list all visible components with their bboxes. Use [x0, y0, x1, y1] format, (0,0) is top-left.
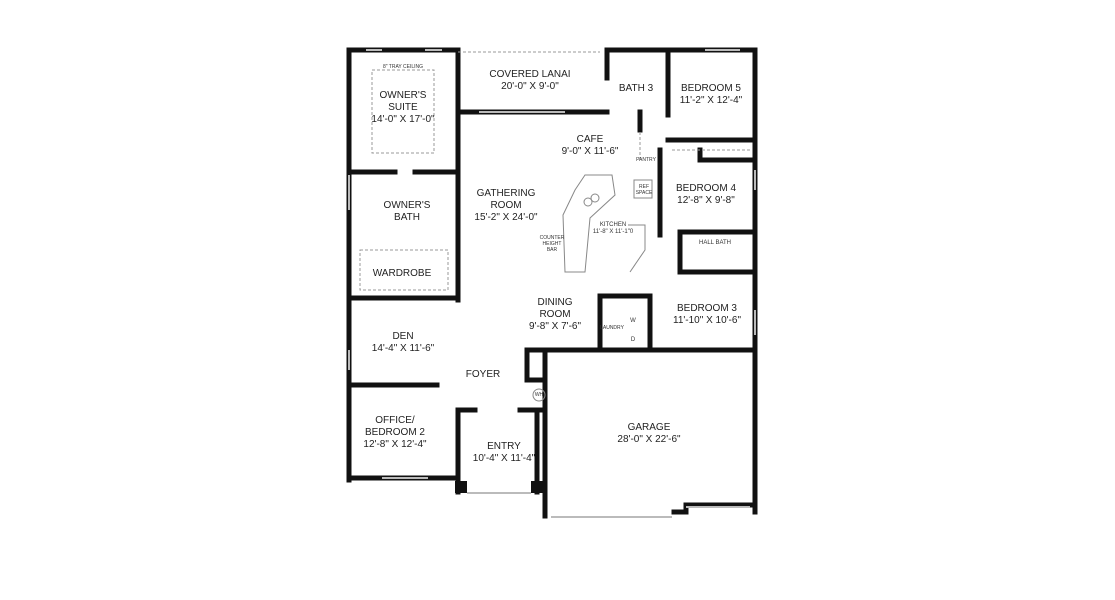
dryer-label: D [630, 337, 636, 343]
garage-label: GARAGE 28'-0" X 22'-6" [617, 422, 681, 445]
owners-suite-label: OWNER'S SUITE 14'-0" X 17'-0" [371, 90, 435, 125]
gathering-room-label: GATHERING ROOM 15'-2" X 24'-0" [474, 188, 538, 223]
counter-bar-label: COUNTER HEIGHT BAR [539, 235, 565, 253]
washer-label: W [630, 318, 636, 324]
office-label: OFFICE/ BEDROOM 2 12'-8" X 12'-4" [363, 415, 427, 450]
hall-bath-label: HALL BATH [698, 240, 732, 246]
wardrobe-label: WARDROBE [372, 268, 432, 279]
cafe-label: CAFE 9'-0" X 11'-6" [561, 134, 619, 157]
bath-3-label: BATH 3 [618, 83, 654, 94]
owners-bath-label: OWNER'S BATH [383, 200, 431, 223]
kitchen-label: KITCHEN 11'-8" X 11'-1"0 [592, 222, 634, 235]
entry-label: ENTRY 10'-4" X 11'-4" [472, 441, 536, 464]
tray-ceiling-note: 8" TRAY CEILING [382, 64, 424, 70]
bedroom-4-label: BEDROOM 4 12'-8" X 9'-8" [675, 183, 737, 206]
bedroom-3-label: BEDROOM 3 11'-10" X 10'-6" [673, 303, 741, 326]
laundry-label: LAUNDRY [600, 325, 624, 331]
covered-lanai-label: COVERED LANAI 20'-0" X 9'-0" [489, 69, 571, 92]
ref-space-label: REF SPACE [635, 184, 653, 196]
foyer-label: FOYER [465, 369, 501, 380]
dining-room-label: DINING ROOM 9'-8" X 7'-6" [528, 297, 582, 332]
bedroom-5-label: BEDROOM 5 11'-2" X 12'-4" [679, 83, 743, 106]
pantry-label: PANTRY [636, 157, 656, 163]
den-label: DEN 14'-4" X 11'-6" [371, 331, 435, 354]
water-heater-label: WH [534, 392, 544, 398]
